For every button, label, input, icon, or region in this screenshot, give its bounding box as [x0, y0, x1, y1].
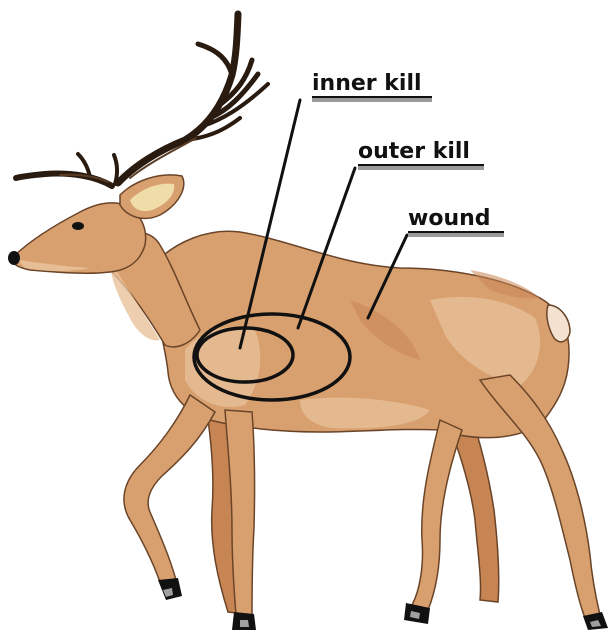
near-front-leg [124, 395, 215, 582]
deer-illustration [8, 14, 608, 630]
labels: inner kill outer kill wound [312, 71, 491, 231]
label-inner-kill: inner kill [312, 71, 422, 96]
deer-nose [8, 251, 20, 265]
hind-leg-back [412, 420, 462, 610]
deer-eye [72, 222, 84, 230]
label-wound: wound [408, 206, 491, 231]
label-outer-kill: outer kill [358, 139, 470, 164]
antlers [16, 14, 268, 186]
